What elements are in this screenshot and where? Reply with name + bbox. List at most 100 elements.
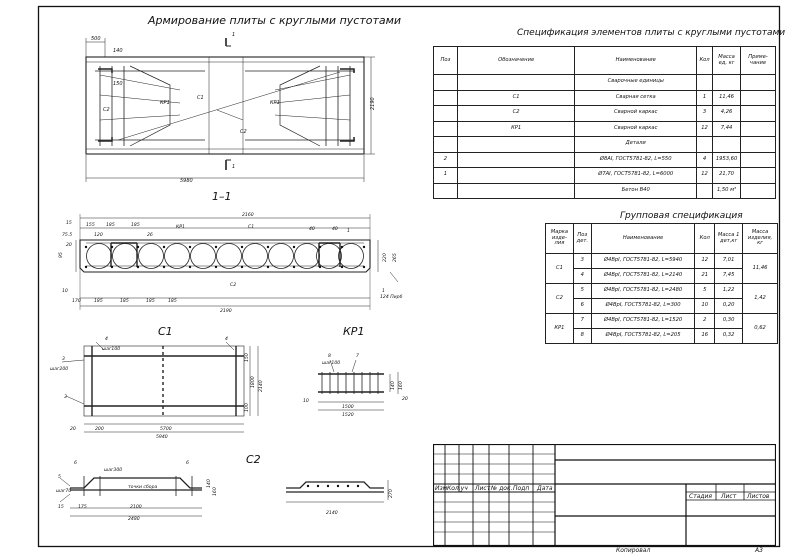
plan-cut-bottom: 1 — [232, 164, 235, 170]
spec-title: Спецификация элементов плиты с круглыми … — [517, 28, 786, 38]
grp-h-mark: Марка изде-лия — [545, 223, 574, 254]
grp-qty: 21 — [694, 268, 716, 284]
spec-mass: 1953,60 — [712, 151, 742, 168]
c1-d5700: 5700 — [160, 426, 172, 432]
c2-d270: 270 — [388, 489, 394, 498]
c1-pos4a: 4 — [105, 336, 108, 342]
grp-h-mass: Масса 1 дет,кг — [714, 223, 744, 254]
section-dots — [84, 245, 366, 269]
kp1-shag: шаг100 — [322, 360, 340, 366]
drawing-title: Армирование плиты с круглыми пустотами — [148, 14, 402, 27]
section-voids — [86, 243, 364, 269]
spec-h-qty: Кол — [696, 46, 714, 75]
grp-mass: 7,01 — [714, 253, 744, 269]
c2-labels: шаг300 шаг70 точки сбора 2100 2480 2140 … — [56, 460, 394, 522]
grp-h-qty: Кол — [694, 223, 716, 254]
section-label-c1: С1 — [248, 224, 254, 230]
tb-label-list: Лист — [475, 485, 491, 492]
kp1-d20: 20 — [402, 396, 408, 402]
group-row: 8 Ø4ВрI, ГОСТ5781-82, L=205 16 0,32 — [546, 328, 778, 344]
section-d40a: 40 — [309, 226, 315, 232]
grp-h-pos: Поз дет. — [572, 223, 592, 254]
spec-qty: 3 — [696, 105, 714, 122]
c1-d100: 100 — [244, 403, 250, 412]
spec-mass: 4,26 — [712, 105, 742, 122]
grp-qty: 12 — [694, 253, 716, 269]
section-d10: 10 — [62, 288, 68, 294]
plan-label-c1: С1 — [197, 95, 204, 101]
tb-label-ndoc: № док. — [491, 485, 513, 492]
section-d185f: 185 — [168, 298, 177, 304]
grp-pos: 6 — [572, 298, 592, 314]
grp-mass: 0,32 — [714, 328, 744, 344]
c1-title: С1 — [158, 325, 173, 338]
grp-total: 1,42 — [742, 283, 778, 314]
grp-mark: КР1 — [545, 313, 574, 344]
section-d265: 265 — [392, 253, 398, 262]
title-block: Изм Кол.уч Лист № док. Подп Дата Стадия … — [433, 444, 776, 546]
spec-row: КР1 Сварной каркас 12 7,44 — [433, 120, 776, 137]
c2-d160: 160 — [212, 487, 218, 496]
group-row: С2 5 Ø4ВрI, ГОСТ5781-82, L=2480 5 1,22 1… — [545, 283, 778, 314]
c2-d2100: 2100 — [130, 504, 142, 510]
spec-row: Бетон В40 1,50 м³ — [433, 182, 776, 199]
c2-shag2: шаг70 — [56, 488, 71, 494]
plan-dim-width: 2190 — [370, 97, 376, 110]
grp-pos: 4 — [572, 268, 592, 284]
grp-pos: 3 — [572, 253, 592, 269]
spec-name: Ø7АI, ГОСТ5781-82, L=6000 — [574, 167, 698, 184]
c2-mid: точки сбора — [128, 484, 158, 490]
grp-h-total: Масса изделия, кг — [742, 223, 778, 254]
section-d185e: 185 — [146, 298, 155, 304]
plan-dim-150: 150 — [113, 81, 123, 87]
group-spec-table: Марка изде-лия Поз дет. Наименование Кол… — [545, 223, 778, 344]
spec-h-mass: Масса ед, кг — [712, 46, 742, 75]
section-labels: 2160 2190 15 155 185 185 75.5 120 26 40 … — [58, 212, 403, 314]
c1-d2140: 2140 — [258, 380, 264, 392]
section-d120: 120 — [94, 232, 103, 238]
spec-pos: 2 — [433, 151, 458, 168]
section-d15: 15 — [66, 220, 72, 226]
grp-name: Ø4ВрI, ГОСТ5781-82, L=2140 — [590, 268, 696, 284]
plan-cut-top: 1 — [232, 32, 235, 38]
grp-mass: 7,45 — [714, 268, 744, 284]
section-d185b: 185 — [131, 222, 140, 228]
c2-title: С2 — [246, 453, 261, 466]
spec-code: С2 — [456, 105, 576, 122]
c1-mesh — [61, 341, 259, 433]
kp1-d160: 160 — [398, 381, 404, 390]
spec-qty: 4 — [696, 151, 714, 168]
section-label-1: 1 — [382, 288, 385, 294]
sheet-frame — [37, 5, 781, 548]
group-header-row: Марка изде-лия Поз дет. Наименование Кол… — [545, 223, 778, 254]
kp1-frame — [318, 359, 399, 411]
footer-format: А3 — [755, 547, 763, 554]
grp-total: 0,62 — [742, 313, 778, 344]
title-block-grid — [433, 444, 776, 546]
c1-d20: 20 — [70, 426, 76, 432]
tb-label-data: Дата — [537, 485, 553, 492]
spec-row: 2 Ø8АI, ГОСТ5781-82, L=550 4 1953,60 — [433, 151, 776, 168]
spec-h-name: Наименование — [574, 46, 698, 75]
grp-pos: 5 — [572, 283, 592, 299]
spec-row: 1 Ø7АI, ГОСТ5781-82, L=6000 12 21,70 — [433, 167, 776, 184]
group-row: КР1 7 Ø4ВрI, ГОСТ5781-82, L=1520 2 0,30 … — [545, 313, 778, 344]
kp1-pos8: 8 — [328, 353, 331, 359]
c2-d175: 175 — [78, 504, 87, 510]
spec-h-note: Приме-чание — [740, 46, 776, 75]
plan-dim-140: 140 — [113, 48, 123, 54]
kp1-d1500: 1500 — [342, 404, 354, 410]
spec-row: С2 Сварной каркас 3 4,26 — [433, 105, 776, 122]
c1-d1800: 1800 — [250, 376, 256, 388]
c2-d2480: 2480 — [128, 516, 140, 522]
spec-qty: 1 — [696, 89, 714, 106]
grp-qty: 5 — [694, 283, 716, 299]
section-d185d: 185 — [120, 298, 129, 304]
section-bottom-note: 124 Пирб — [380, 294, 403, 300]
grp-name: Ø4ВрI, ГОСТ5781-82, L=5940 — [590, 253, 696, 269]
c1-d200: 200 — [95, 426, 104, 432]
spec-mass: 11,46 — [712, 89, 742, 106]
section-top-dim: 2160 — [242, 212, 254, 218]
